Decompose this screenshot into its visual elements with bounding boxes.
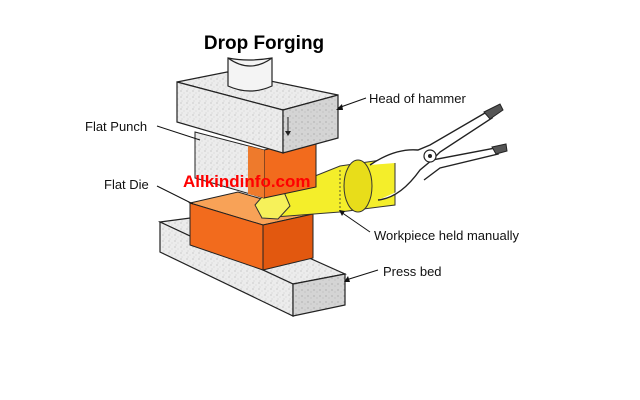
label-head-of-hammer: Head of hammer xyxy=(369,91,466,106)
workpiece xyxy=(254,157,396,220)
label-workpiece: Workpiece held manually xyxy=(374,228,519,243)
leader-arrow-workpiece xyxy=(339,210,345,216)
leader-flat-punch xyxy=(156,125,201,141)
leader-workpiece xyxy=(340,211,371,233)
leader-flat-die xyxy=(156,185,194,205)
leader-arrow-press-bed xyxy=(344,276,350,282)
leader-arrow-head-of-hammer xyxy=(336,104,343,110)
watermark: Allkindinfo.com xyxy=(183,172,311,191)
label-flat-die: Flat Die xyxy=(104,177,149,192)
label-flat-punch: Flat Punch xyxy=(85,119,147,134)
hammer-head xyxy=(176,57,339,154)
leader-press-bed xyxy=(345,269,379,281)
diagram-title: Drop Forging xyxy=(204,33,324,54)
flat-die xyxy=(188,191,314,271)
flat-punch xyxy=(194,131,317,199)
leader-head-of-hammer xyxy=(337,97,367,109)
label-press-bed: Press bed xyxy=(383,264,442,279)
tongs xyxy=(369,103,508,201)
